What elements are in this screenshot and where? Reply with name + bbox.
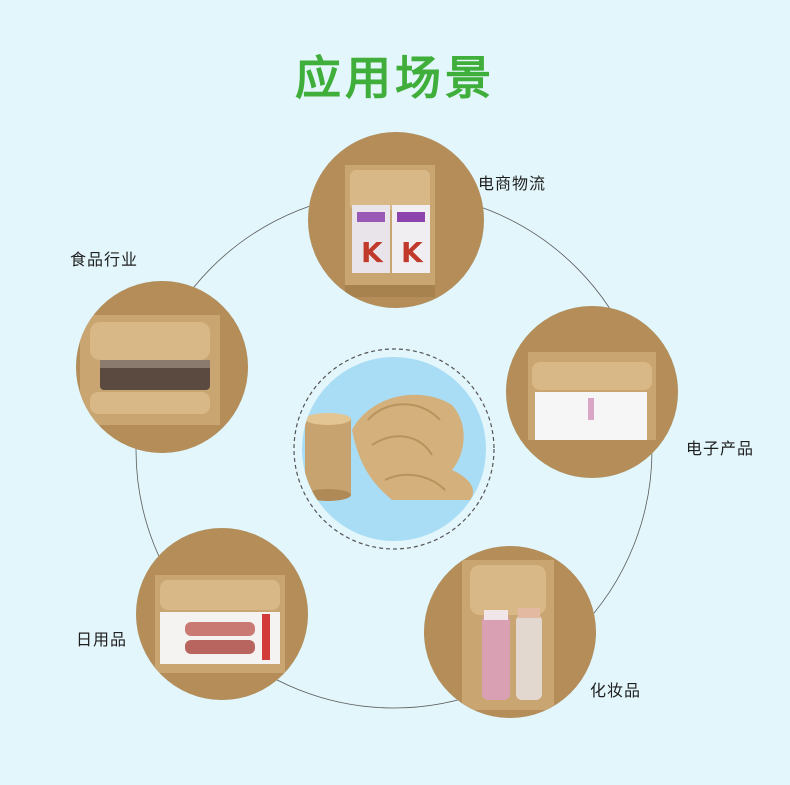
- box-with-bottles-icon: [424, 546, 596, 718]
- page-title: 应用场景: [295, 51, 495, 105]
- scene-label-food: 食品行业: [70, 250, 139, 269]
- scene-label-daily-goods: 日用品: [76, 630, 128, 649]
- scene-label-ecommerce: 电商物流: [478, 174, 547, 193]
- box-with-cups-icon: [136, 528, 308, 700]
- box-with-food-jar-icon: [76, 281, 248, 453]
- svg-text:K: K: [361, 236, 384, 269]
- scene-label-cosmetics: 化妆品: [590, 681, 642, 700]
- box-with-electronics-icon: [506, 306, 678, 478]
- kraft-paper-roll-icon: [293, 348, 495, 550]
- box-with-books-icon: K K: [308, 132, 484, 308]
- scene-label-electronics: 电子产品: [686, 439, 755, 458]
- svg-text:K: K: [401, 236, 424, 269]
